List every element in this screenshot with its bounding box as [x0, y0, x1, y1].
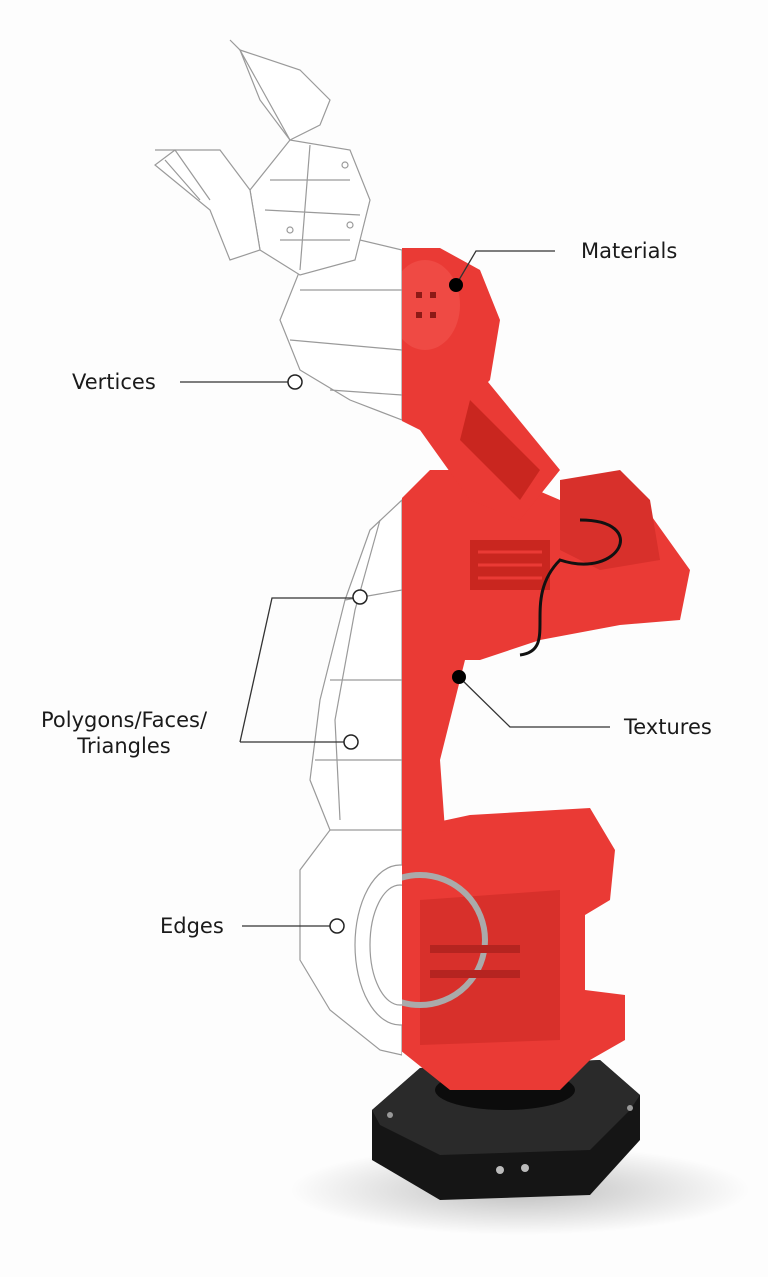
- polygons-label-line2: Triangles: [77, 734, 171, 758]
- vertices-marker: [287, 374, 303, 390]
- vertices-label: Vertices: [72, 370, 156, 394]
- wireframe-half: [154, 39, 402, 1056]
- textured-half: [402, 248, 690, 1090]
- textures-label: Textures: [624, 715, 712, 739]
- materials-leader: [455, 250, 555, 286]
- polygons-label-line1: Polygons/Faces/: [40, 708, 208, 732]
- materials-marker: [449, 278, 463, 292]
- polygons-label: Polygons/Faces/ Triangles: [29, 707, 219, 759]
- textures-marker: [452, 670, 466, 684]
- edges-label: Edges: [160, 914, 224, 938]
- polygons-leader-top: [239, 597, 353, 743]
- materials-label: Materials: [581, 239, 678, 263]
- callout-markers: [287, 278, 466, 934]
- polygons-marker-bottom: [343, 734, 359, 750]
- textures-leader: [458, 676, 610, 728]
- polygons-marker-top: [352, 589, 368, 605]
- edges-marker: [329, 918, 345, 934]
- leader-lines: [180, 250, 610, 927]
